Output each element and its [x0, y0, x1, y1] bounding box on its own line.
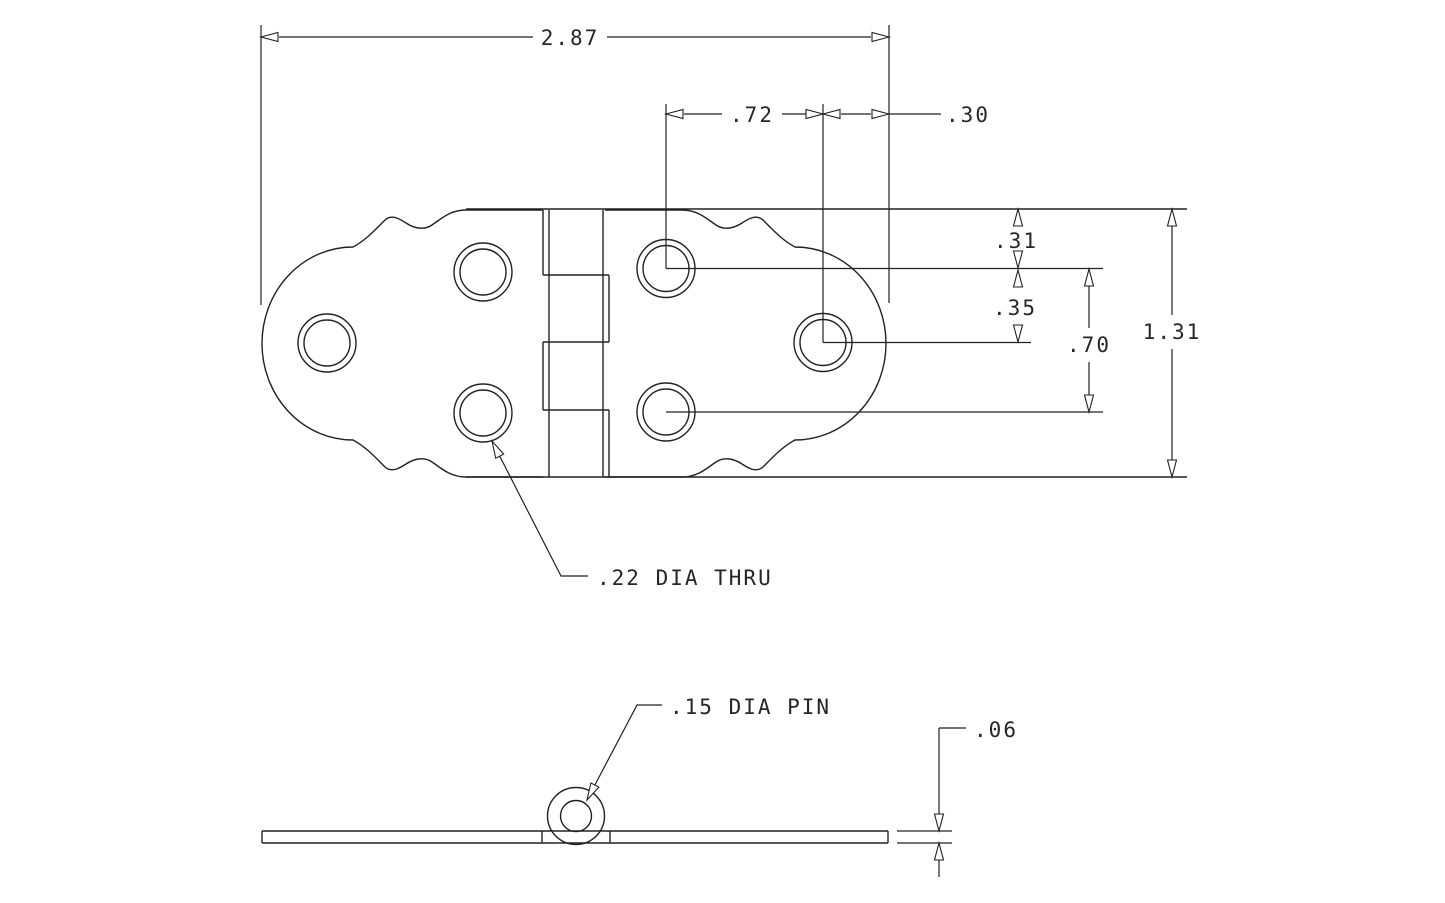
dim-hole-rows-span: .70 [1067, 266, 1111, 415]
hinge-barrel [542, 210, 610, 477]
plate-knuckle-ticks [541, 831, 611, 843]
pin-diameter-note-text: .15 DIA PIN [670, 695, 831, 719]
dim-hole-to-edge: .30 [820, 103, 990, 127]
leader-arrow-icon [491, 439, 505, 460]
knuckle-divider-lines [543, 274, 609, 411]
dim-overall-width: 2.87 [258, 26, 892, 50]
arrow-left-icon [820, 108, 841, 120]
hole-diameter-note-text: .22 DIA THRU [597, 566, 773, 590]
dim-hole-to-center-hole-text: .35 [993, 296, 1037, 320]
dim-hole-pair-spacing-text: .72 [730, 103, 774, 127]
arrow-up-icon [1012, 206, 1024, 227]
dim-hole-rows-span-text: .70 [1067, 333, 1111, 357]
hole-left-bottom [453, 383, 513, 443]
hole-diameter-leader: .22 DIA THRU [491, 439, 773, 590]
top-view: 2.87 .72 .30 .31 .35 [258, 25, 1202, 590]
arrow-down-icon [1012, 324, 1024, 345]
dim-top-edge-to-hole-text: .31 [994, 229, 1038, 253]
arrow-up-icon [933, 840, 945, 861]
arrow-down-icon [1083, 394, 1095, 415]
pin-curl-outer [546, 786, 606, 846]
extension-lines [260, 25, 1103, 413]
arrow-down-icon [1012, 250, 1024, 271]
plate-outline [261, 830, 889, 844]
leader-arrow-icon [586, 782, 600, 802]
dim-hole-pair-spacing: .72 [663, 103, 826, 127]
arrow-left-icon [258, 31, 279, 43]
arrow-right-icon [805, 108, 826, 120]
hole-left-center-inner [303, 319, 351, 367]
dim-leaf-thickness: .06 [933, 718, 1018, 877]
thickness-extension-lines [897, 830, 952, 844]
dim-top-edge-to-hole: .31 [994, 206, 1038, 271]
arrow-right-icon [871, 108, 892, 120]
hole-left-bottom-inner [459, 389, 507, 437]
hole-left-center [297, 313, 357, 373]
arrow-down-icon [1166, 459, 1178, 480]
leader-line [491, 440, 588, 577]
dim-hole-to-center-hole: .35 [993, 267, 1037, 345]
pin-circle [559, 799, 593, 833]
hole-left-top [453, 242, 513, 302]
dim-overall-width-text: 2.87 [541, 26, 600, 50]
side-view: .15 DIA PIN .06 [261, 695, 1018, 877]
arrow-up-icon [1166, 206, 1178, 227]
leader-line [586, 704, 662, 801]
dim-overall-height-text: 1.31 [1143, 320, 1202, 344]
arrow-right-icon [871, 31, 892, 43]
right-leaf-outline [605, 209, 887, 478]
arrow-left-icon [663, 108, 684, 120]
left-leaf-outline [261, 209, 543, 478]
arrow-up-icon [1083, 266, 1095, 287]
dim-hole-to-edge-text: .30 [946, 103, 990, 127]
arrow-down-icon [933, 813, 945, 834]
hole-left-top-inner [459, 248, 507, 296]
dim-overall-height: 1.31 [1143, 206, 1202, 480]
dim-leaf-thickness-text: .06 [974, 718, 1018, 742]
pin-diameter-leader: .15 DIA PIN [586, 695, 831, 802]
arrow-up-icon [1012, 267, 1024, 288]
